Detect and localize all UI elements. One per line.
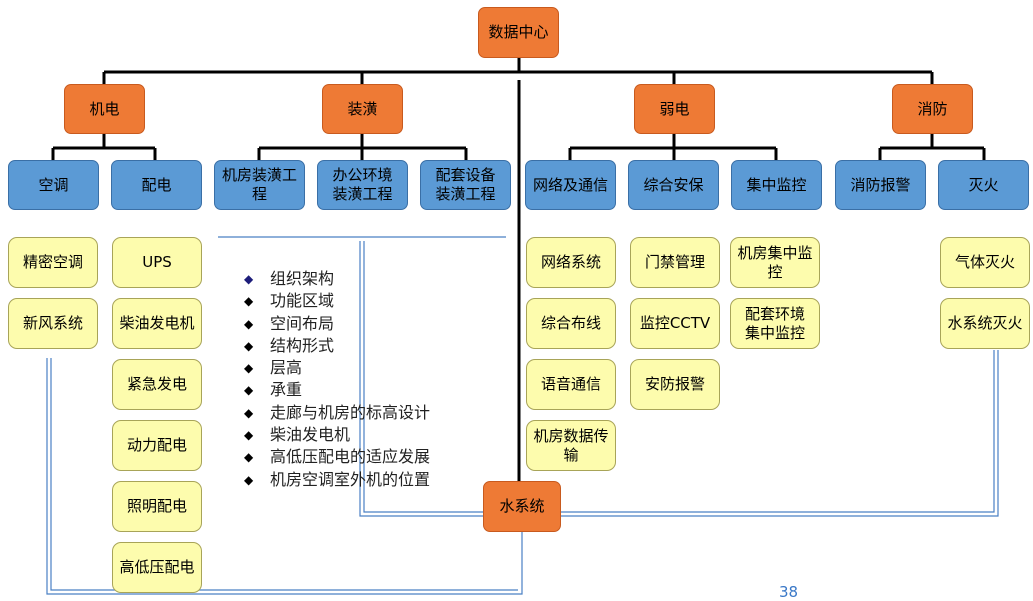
sub-xiaofang-baojing: 消防报警 — [835, 160, 926, 210]
bullet-list: ◆ 组织架构 ◆ 功能区域 ◆ 空间布局 ◆ 结构形式 ◆ 层高 ◆ 承重 ◆ 走廊与机房的标… — [244, 268, 430, 491]
bullet-item: ◆ 层高 — [244, 357, 430, 379]
item-zonghe-buxian: 综合布线 — [526, 298, 616, 349]
root-node: 数据中心 — [478, 7, 559, 58]
bullet-item: ◆ 功能区域 — [244, 290, 430, 312]
item-menjin-guanli: 门禁管理 — [630, 237, 720, 288]
sub-jizhong-jiankong: 集中监控 — [731, 160, 822, 210]
diamond-bullet-icon: ◆ — [244, 316, 254, 331]
sub-bangong-zhuanghuang: 办公环境 装潢工程 — [317, 160, 408, 210]
category-zhuanghuang: 装潢 — [322, 84, 403, 134]
item-ups: UPS — [112, 237, 202, 288]
bullet-text: 组织架构 — [270, 269, 335, 288]
water-system-connectors — [46, 236, 999, 595]
sub-miehuo: 灭火 — [938, 160, 1029, 210]
diamond-bullet-icon: ◆ — [244, 383, 254, 398]
sub-peidian: 配电 — [111, 160, 202, 210]
sub-jifang-zhuanghuang: 机房装潢工程 — [214, 160, 305, 210]
bullet-text: 层高 — [270, 358, 303, 378]
diamond-bullet-icon: ◆ — [244, 405, 254, 420]
category-jidian: 机电 — [64, 84, 145, 134]
diamond-bullet-icon: ◆ — [244, 361, 254, 376]
diamond-bullet-icon: ◆ — [244, 338, 254, 353]
diamond-bullet-icon: ◆ — [244, 472, 254, 487]
item-shuixitong-miehuo: 水系统灭火 — [940, 298, 1030, 349]
item-gaodiya-peidian: 高低压配电 — [112, 542, 202, 593]
item-dongli-peidian: 动力配电 — [112, 420, 202, 471]
hierarchy-connectors — [51, 58, 986, 481]
sub-wangluo-tongxin: 网络及通信 — [525, 160, 616, 210]
diamond-bullet-icon: ◆ — [244, 450, 254, 465]
bullet-item: ◆ 结构形式 — [244, 335, 430, 357]
water-system-node: 水系统 — [483, 481, 561, 532]
bullet-text: 功能区域 — [270, 291, 335, 311]
category-xiaofang: 消防 — [892, 84, 973, 134]
diamond-bullet-icon: ◆ — [244, 272, 254, 286]
item-jiankong-cctv: 监控CCTV — [630, 298, 720, 349]
item-jinji-fadian: 紧急发电 — [112, 359, 202, 410]
sub-peitao-zhuanghuang: 配套设备 装潢工程 — [420, 160, 511, 210]
item-qiti-miehuo: 气体灭火 — [940, 237, 1030, 288]
bullet-item: ◆ 高低压配电的适应发展 — [244, 446, 430, 468]
bullet-text: 柴油发电机 — [270, 425, 351, 445]
bullet-item: ◆ 承重 — [244, 379, 430, 401]
item-xinfeng-xitong: 新风系统 — [8, 298, 98, 349]
bullet-item: ◆ 走廊与机房的标高设计 — [244, 402, 430, 424]
bullet-text: 承重 — [270, 380, 303, 400]
category-ruodian: 弱电 — [634, 84, 715, 134]
item-zhaoming-peidian: 照明配电 — [112, 481, 202, 532]
item-jifang-shuju-chuanshu: 机房数据传输 — [526, 420, 616, 471]
bullet-text: 空间布局 — [270, 313, 335, 333]
item-jingmi-kongtiao: 精密空调 — [8, 237, 98, 288]
sub-zonghe-anbao: 综合安保 — [628, 160, 719, 210]
item-jifang-jizhong-jiankong: 机房集中监控 — [730, 237, 820, 288]
item-chaiyou-fadianji: 柴油发电机 — [112, 298, 202, 349]
diamond-bullet-icon: ◆ — [244, 428, 254, 443]
item-peitao-huanjing-jiankong: 配套环境 集中监控 — [730, 298, 820, 349]
bullet-item: ◆ 组织架构 — [244, 268, 430, 290]
item-wangluo-xitong: 网络系统 — [526, 237, 616, 288]
bullet-item: ◆ 机房空调室外机的位置 — [244, 469, 430, 491]
item-anfang-baojing: 安防报警 — [630, 359, 720, 410]
bullet-text: 走廊与机房的标高设计 — [270, 402, 431, 422]
bullet-text: 结构形式 — [270, 335, 335, 355]
page-number: 38 — [779, 583, 799, 601]
bullet-item: ◆ 空间布局 — [244, 313, 430, 335]
sub-kongtiao: 空调 — [8, 160, 99, 210]
bullet-text: 高低压配电的适应发展 — [270, 447, 431, 467]
bullet-text: 机房空调室外机的位置 — [270, 469, 431, 489]
bullet-item: ◆ 柴油发电机 — [244, 424, 430, 446]
item-yuyin-tongxin: 语音通信 — [526, 359, 616, 410]
diamond-bullet-icon: ◆ — [244, 294, 254, 309]
